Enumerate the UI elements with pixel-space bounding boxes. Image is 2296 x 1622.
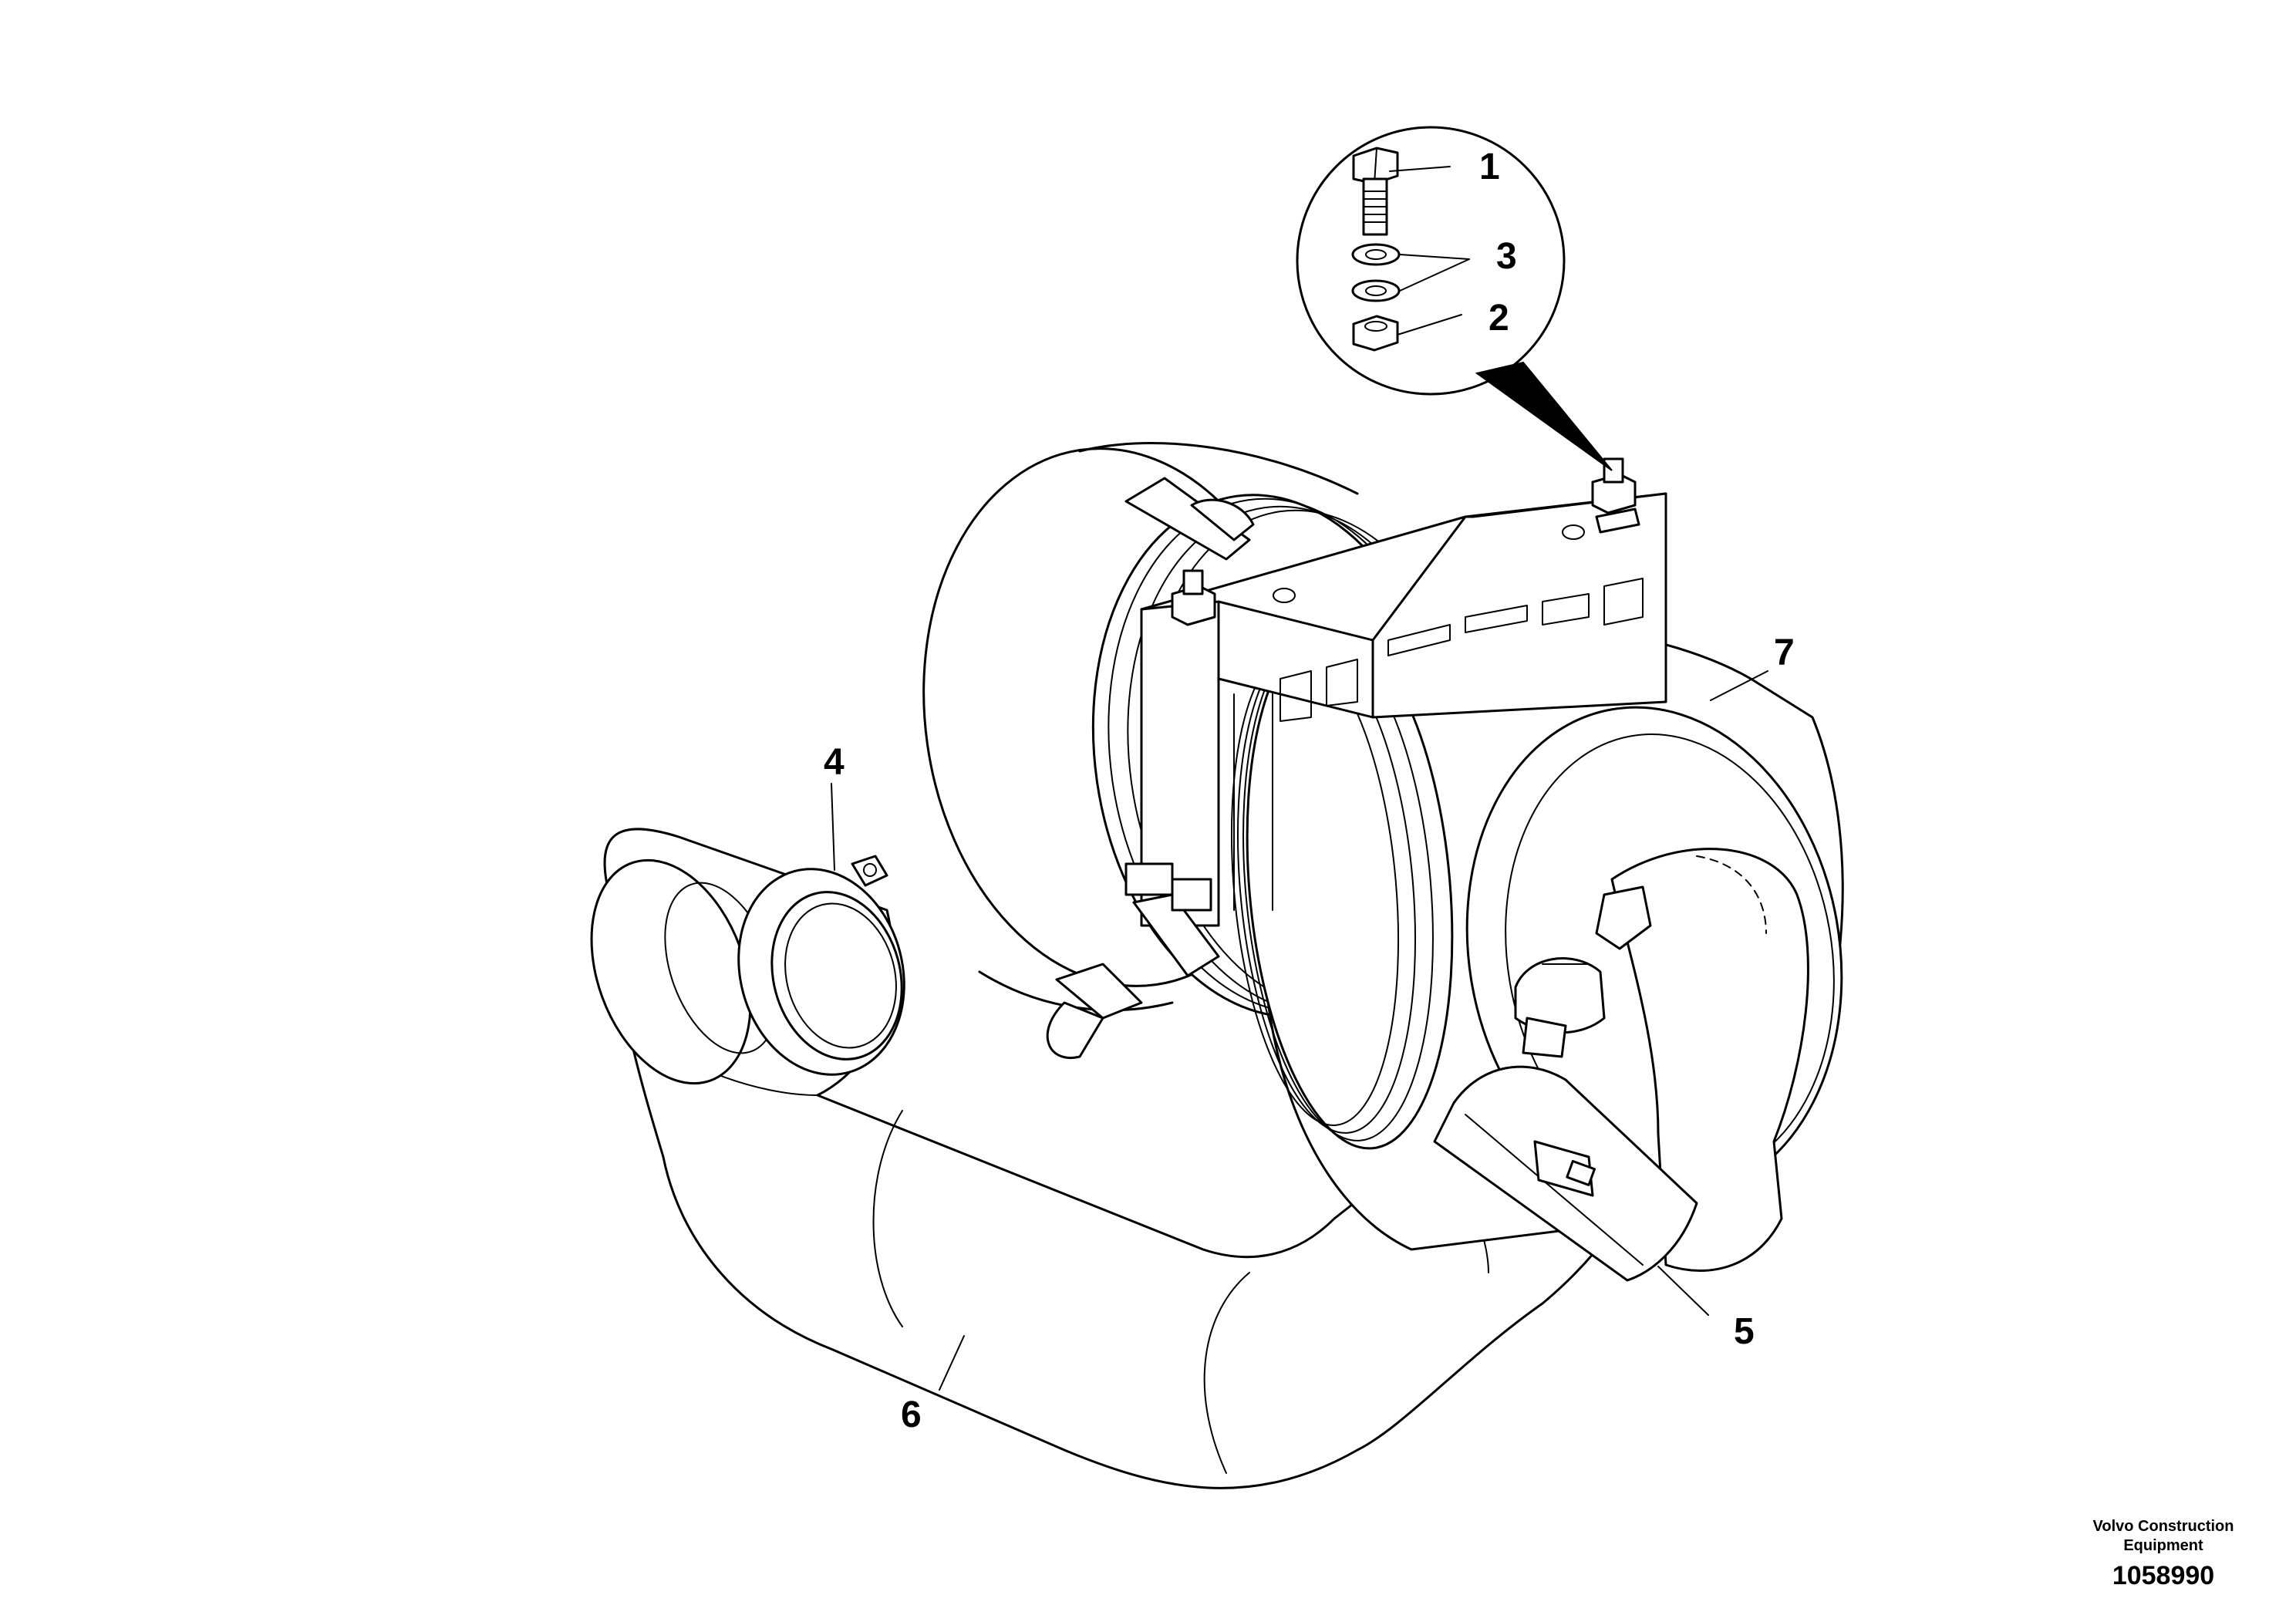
callout-1: 1 bbox=[1479, 147, 1500, 187]
callout-5: 5 bbox=[1734, 1311, 1755, 1352]
callout-2: 2 bbox=[1489, 298, 1509, 339]
mounting-bracket bbox=[1140, 492, 1667, 927]
publisher-credit: Volvo Construction Equipment 1058990 bbox=[2093, 1518, 2234, 1590]
hex-nut-icon bbox=[1352, 315, 1399, 352]
outlet-clamp bbox=[1433, 1065, 1698, 1282]
detail-magnifier-circle bbox=[1296, 126, 1613, 471]
callout-labels: 1 3 2 4 6 5 7 bbox=[824, 147, 1795, 1435]
callout-6: 6 bbox=[901, 1394, 922, 1435]
flat-washer-icon bbox=[1351, 243, 1401, 302]
hex-bolt-icon bbox=[1352, 147, 1399, 236]
restriction-sensor bbox=[1514, 885, 1652, 1058]
leader-lines bbox=[831, 166, 1768, 1391]
drawing-number: 1058990 bbox=[2112, 1561, 2214, 1590]
band-clamps bbox=[1046, 477, 1255, 1059]
callout-3: 3 bbox=[1496, 236, 1517, 277]
credit-line-1: Volvo Construction bbox=[2093, 1518, 2234, 1535]
callout-7: 7 bbox=[1774, 632, 1795, 673]
hose-clamp-left bbox=[737, 855, 905, 1076]
bracket-bolt-right bbox=[1591, 457, 1640, 534]
bracket-bolt-left bbox=[1171, 569, 1216, 626]
callout-4: 4 bbox=[824, 742, 845, 783]
credit-line-2: Equipment bbox=[2123, 1537, 2203, 1554]
